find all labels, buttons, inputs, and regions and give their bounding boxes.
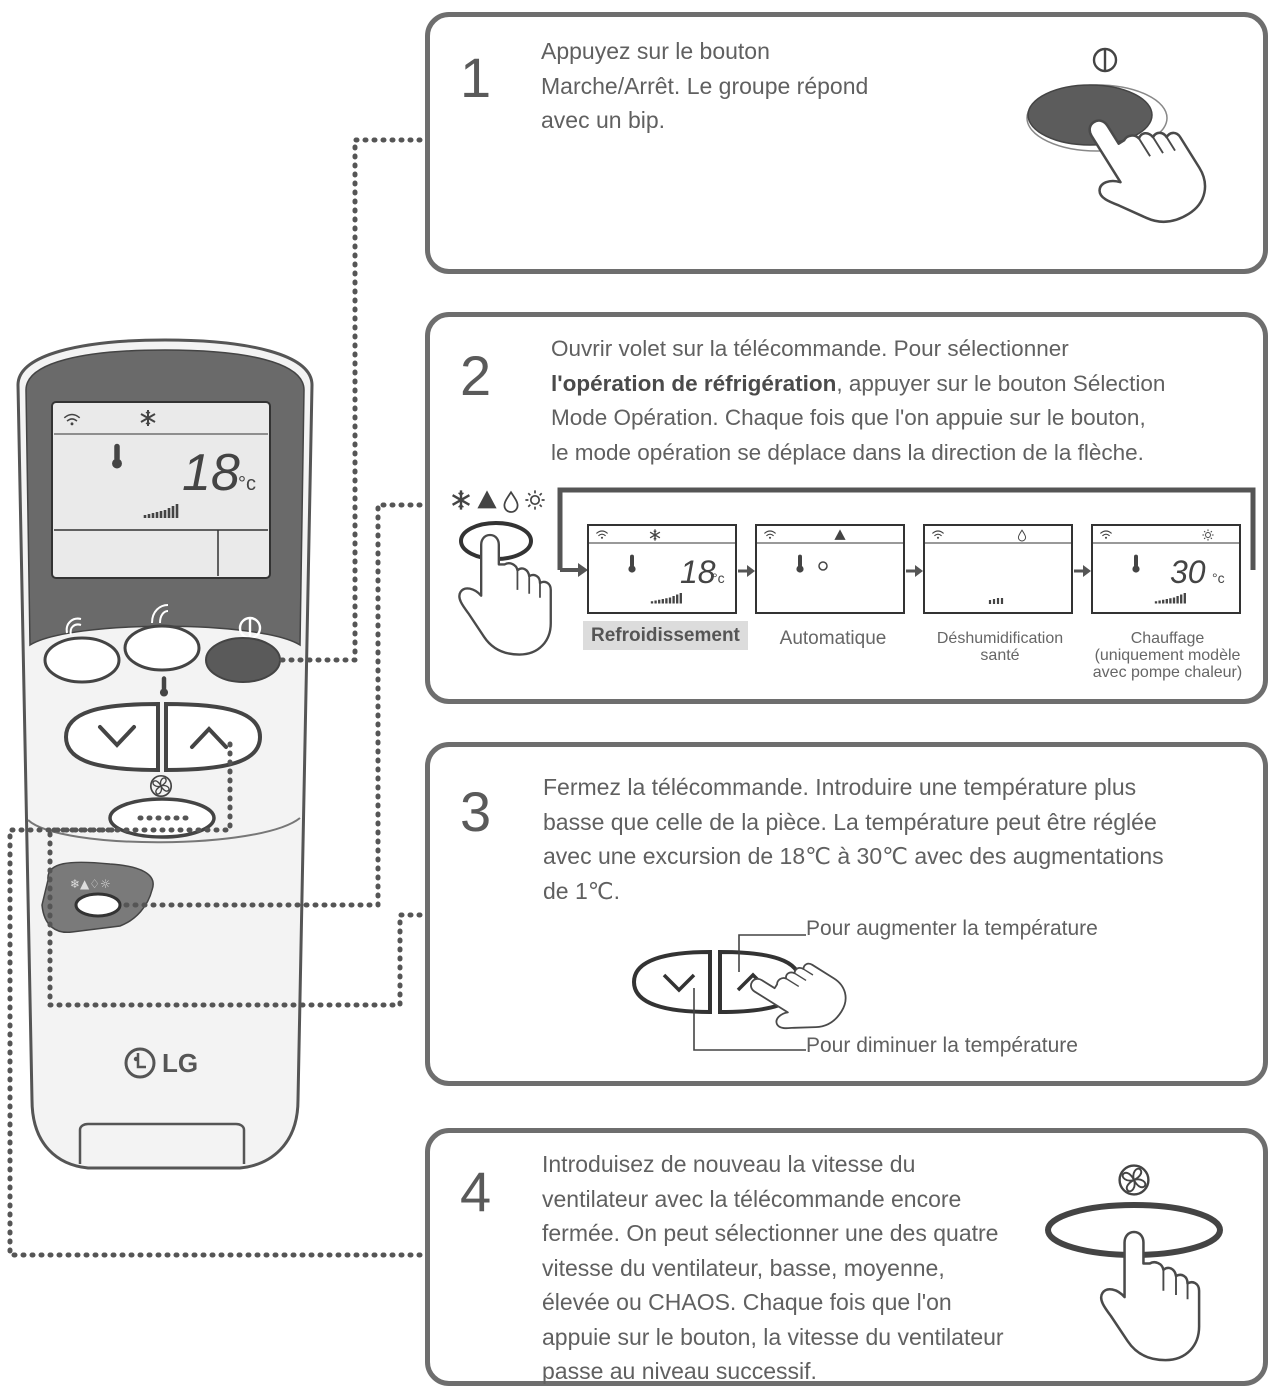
step-2-number: 2 [460, 344, 492, 407]
snowflake-icon [451, 489, 471, 511]
step-2-text-post: , appuyer sur le bouton Sélection Mode O… [551, 370, 1166, 465]
remote-temp-display: 18 [182, 444, 240, 502]
step-1-illustration [1026, 47, 1219, 250]
step-2-illustration: 18 °c [451, 487, 1256, 656]
step-2-text-bold: l'opération de réfrigération [551, 370, 837, 396]
step-2-text: Ouvrir volet sur la télécommande. Pour s… [551, 332, 1165, 470]
cool-temp-unit: °c [712, 570, 725, 586]
step-4-box: 4 Introduisez de nouveau la vitesse du v… [425, 1128, 1268, 1386]
step-1-text: Appuyez sur le bouton Marche/Arrêt. Le g… [541, 38, 869, 133]
step-2-text-pre: Ouvrir volet sur la télécommande. Pour s… [551, 336, 1069, 361]
annotation-decrease: Pour diminuer la température [806, 1034, 1078, 1057]
power-icon [1092, 47, 1118, 73]
jet-button[interactable] [123, 624, 201, 672]
step-4-text: Introduisez de nouveau la vitesse du ven… [542, 1151, 1004, 1384]
step-3-box: 3 Fermez la télécommande. Introduire une… [425, 742, 1268, 1086]
lg-logo: LG [124, 1047, 198, 1079]
remote-lcd [51, 401, 271, 579]
auto-triangle-icon [477, 490, 497, 509]
mode-display-cooling: 18 °c [587, 524, 737, 614]
mode-label-dry: Déshumidification santé [936, 630, 1064, 664]
chevron-down-icon [98, 725, 136, 748]
mode-label-cooling: Refroidissement [583, 621, 748, 650]
mode-display-auto [755, 524, 905, 614]
drop-icon [503, 491, 519, 513]
cool-temp: 18 [680, 554, 716, 590]
heat-temp-unit: °c [1212, 570, 1225, 586]
step-4-number: 4 [460, 1160, 492, 1223]
battery-cover [78, 1122, 246, 1164]
brand-label: LG [162, 1048, 198, 1078]
temp-up-button[interactable] [164, 701, 263, 773]
power-button-illustration [1027, 84, 1153, 146]
remote-control: 18 °c ❄▲♢☼ [16, 338, 314, 1170]
swing-icon [65, 617, 82, 636]
jet-icon [151, 604, 169, 624]
remote-temp-unit: °c [238, 473, 256, 495]
power-button[interactable] [205, 637, 281, 683]
chevron-up-icon [190, 726, 228, 749]
fan-icon [1118, 1164, 1150, 1196]
mode-display-heat: 30 °c [1091, 524, 1241, 614]
step-3-number: 3 [460, 780, 492, 843]
step-1-number: 1 [460, 46, 492, 109]
step-4-illustration [1045, 1164, 1223, 1362]
mode-label-heat: Chauffage (uniquement modèle avec pompe … [1092, 630, 1243, 681]
swing-button[interactable] [43, 636, 121, 684]
mode-button-remote[interactable] [74, 892, 122, 918]
heat-temp: 30 [1170, 554, 1206, 590]
mode-label-auto: Automatique [779, 628, 887, 649]
sun-icon [524, 489, 546, 511]
mode-display-dry [923, 524, 1073, 614]
annotation-increase: Pour augmenter la température [806, 917, 1098, 940]
svg-text:❄▲♢☼: ❄▲♢☼ [70, 877, 111, 891]
step-3-illustration [631, 934, 856, 1052]
step-2-box: 2 Ouvrir volet sur la télécommande. Pour… [425, 312, 1268, 704]
connector-lines [7, 137, 423, 1258]
step-3-text: Fermez la télécommande. Introduire une t… [543, 774, 1164, 904]
